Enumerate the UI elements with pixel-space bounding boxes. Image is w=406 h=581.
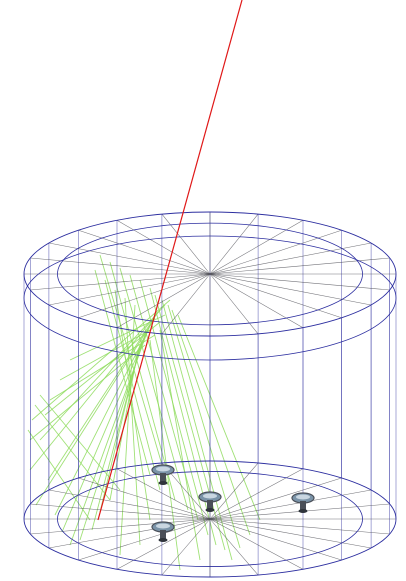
cylinder-wireframe xyxy=(23,211,397,578)
top-cap-spoke xyxy=(30,257,211,275)
top-cap-spoke xyxy=(78,229,211,275)
photomultiplier-tube-icon xyxy=(198,491,222,512)
cherenkov-ray xyxy=(119,304,136,556)
cherenkov-ray xyxy=(49,334,156,401)
cherenkov-ray xyxy=(149,339,181,571)
cherenkov-ray xyxy=(44,321,161,416)
cherenkov-ray xyxy=(94,269,151,476)
cherenkov-ray xyxy=(161,299,233,561)
bottom-cap-spoke xyxy=(48,489,211,520)
cherenkov-ray xyxy=(35,317,156,506)
top-cap-spoke xyxy=(209,220,304,275)
bottom-cap-spoke xyxy=(209,518,372,549)
cherenkov-ray xyxy=(119,267,189,511)
photomultiplier-tube-icon xyxy=(151,521,175,542)
top-cap-spoke xyxy=(48,242,211,275)
pmt-base xyxy=(205,508,215,512)
pmt-base xyxy=(158,481,168,485)
top-cap-spoke xyxy=(209,273,342,319)
top-cap-spoke xyxy=(209,273,304,328)
bottom-cap-spoke xyxy=(48,518,211,549)
photomultiplier-tube-icon xyxy=(291,492,315,513)
bottom-cap-spoke xyxy=(209,477,342,520)
muon-track-line xyxy=(97,0,243,521)
top-cap-spoke xyxy=(209,273,390,291)
cherenkov-ray xyxy=(104,279,161,491)
bottom-cap-spoke xyxy=(78,518,211,561)
top-cap-spoke xyxy=(78,273,211,319)
bottom-cap-spoke xyxy=(209,489,372,520)
cherenkov-ray xyxy=(61,324,151,533)
pmt-glass xyxy=(203,493,217,499)
pmt-glass xyxy=(156,466,170,472)
top-cap-spoke xyxy=(48,273,211,306)
top-rim-ellipse xyxy=(23,211,397,337)
bottom-cap-spoke xyxy=(209,518,304,570)
bottom-cap-spoke xyxy=(209,462,259,520)
pmt-glass xyxy=(296,494,310,500)
cherenkov-ray xyxy=(54,321,153,516)
cherenkov-ray xyxy=(139,279,209,536)
cherenkov-ray xyxy=(177,314,261,521)
bottom-rim-ellipse xyxy=(23,460,397,578)
pmt-glass xyxy=(156,523,170,529)
top-cap-spoke xyxy=(209,229,342,275)
top-cap-spoke xyxy=(116,220,211,275)
top-cap-spoke xyxy=(209,257,390,275)
cherenkov-ray xyxy=(109,261,176,501)
bottom-cap-spoke xyxy=(30,518,211,535)
pmt-neck xyxy=(160,530,166,540)
bottom-cap-spoke xyxy=(78,477,211,520)
cherenkov-ray xyxy=(129,274,199,521)
cherenkov-ray xyxy=(59,329,151,381)
bottom-cap-spoke xyxy=(209,468,304,520)
top-cap-spoke xyxy=(209,273,372,306)
pmt-neck xyxy=(160,473,166,483)
bottom-cap-spoke xyxy=(161,518,211,576)
cherenkov-ray xyxy=(124,297,141,546)
cherenkov-ray xyxy=(171,309,251,536)
top-cap-spoke xyxy=(161,213,211,275)
pmt-neck xyxy=(207,500,213,510)
cherenkov-ray xyxy=(31,299,171,421)
cherenkov-ray xyxy=(154,294,226,551)
top-cap-spoke xyxy=(209,242,372,275)
cherenkov-ray xyxy=(149,287,217,546)
top-cap-spoke xyxy=(209,213,259,275)
photomultiplier-tube-icon xyxy=(151,464,175,485)
top-cap-spoke xyxy=(209,273,259,335)
upper-barrel-ring xyxy=(23,235,397,361)
cherenkov-ray xyxy=(69,314,166,361)
bottom-cap-spoke xyxy=(30,503,211,520)
photomultiplier-group xyxy=(151,464,315,542)
bottom-inner-ring xyxy=(57,471,363,567)
cherenkov-ray xyxy=(27,429,91,521)
top-cap-spoke xyxy=(30,273,211,291)
bottom-cap-spoke xyxy=(209,518,259,576)
bottom-cap-spoke xyxy=(209,518,342,561)
bottom-cap-spoke xyxy=(116,518,211,570)
bottom-cap-spoke xyxy=(116,468,211,520)
pmt-base xyxy=(158,538,168,542)
cherenkov-ray xyxy=(167,304,241,549)
pmt-base xyxy=(298,509,308,513)
pmt-neck xyxy=(300,501,306,511)
cherenkov-ray xyxy=(39,394,121,491)
cherenkov-ray xyxy=(159,329,201,561)
top-cap-spoke xyxy=(116,273,211,328)
top-inner-ring xyxy=(57,222,363,326)
cherenkov-ray xyxy=(99,254,169,486)
bottom-cap-spoke xyxy=(209,518,390,535)
top-cap-spoke xyxy=(161,273,211,335)
cherenkov-ray xyxy=(47,311,159,481)
